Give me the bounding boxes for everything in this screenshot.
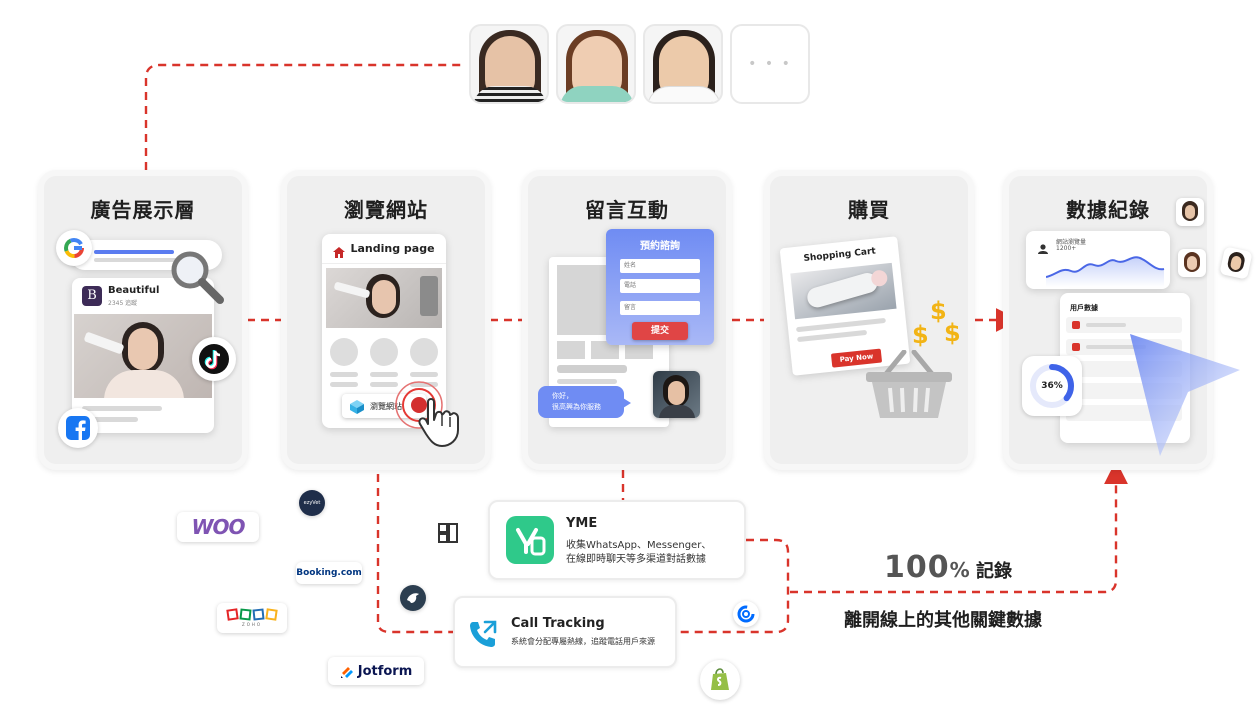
- traffic-value: 1200+: [1056, 245, 1077, 252]
- call-tracking-desc: 系統會分配專屬熱線，追蹤電話用戶來源: [511, 637, 655, 646]
- booking-form: 預約諮詢: [606, 229, 714, 345]
- google-icon: [56, 230, 92, 266]
- summary-headline: 100% 記錄: [884, 550, 1012, 585]
- chat-line-1: 你好，: [552, 392, 573, 400]
- landing-hero-photo: [326, 268, 442, 328]
- browse-site-button[interactable]: 瀏覽網站: [342, 394, 426, 418]
- brand-avatar: B: [82, 286, 102, 306]
- summary-percent: %: [949, 558, 970, 582]
- yme-name: YME: [566, 516, 598, 531]
- landing-page-card: Landing page 瀏覽網站: [322, 234, 446, 428]
- woo-logo: WOO: [177, 512, 259, 542]
- facebook-icon: [58, 408, 98, 448]
- magnifier-icon: [168, 248, 226, 306]
- more-dots: • • •: [748, 56, 792, 72]
- yme-card: YME 收集WhatsApp、Messenger、 在線即時聊天等多渠道對話數據: [488, 500, 746, 580]
- booking-logo: Booking.com: [296, 562, 362, 584]
- brand-followers: 2345 追蹤: [108, 300, 138, 307]
- click-ripple-icon: [394, 380, 444, 430]
- support-agent-avatar: [653, 371, 700, 418]
- landing-title: Landing page: [350, 242, 435, 255]
- message-field[interactable]: [620, 301, 700, 315]
- dollar-sign-1: $: [930, 297, 947, 325]
- chat-line-2: 很高興為你服務: [552, 403, 601, 411]
- summary-subtitle: 離開線上的其他關鍵數據: [844, 610, 1042, 631]
- summary-record: 記錄: [969, 561, 1012, 582]
- jotform-logo-text: Jotform: [357, 663, 413, 679]
- brand-name: Beautiful: [108, 285, 160, 296]
- stage-title-ads: 廣告展示層: [90, 198, 196, 222]
- traffic-chart-card: 網站瀏覽量 1200+: [1026, 231, 1170, 289]
- call-tracking-name: Call Tracking: [511, 616, 605, 631]
- user-data-title: 用戶數據: [1070, 304, 1098, 312]
- cursor-arrow-icon: [1124, 330, 1244, 460]
- ezyvet-logo-text: ezyVet: [303, 500, 321, 506]
- stage-title-browse: 瀏覽網站: [344, 198, 428, 222]
- calendly-logo-icon: [733, 601, 759, 627]
- jotform-logo: Jotform: [328, 657, 424, 685]
- stage-title-purchase: 購買: [848, 198, 890, 222]
- chat-bubble: 你好， 很高興為你服務: [538, 386, 631, 418]
- dollar-sign-2: $: [944, 319, 961, 347]
- zoho-logo: ZOHO: [217, 603, 287, 633]
- jotform-icon: [340, 664, 354, 678]
- traffic-label: 網站瀏覽量: [1056, 239, 1087, 246]
- phone-field[interactable]: [620, 279, 700, 293]
- stage-title-interact: 留言互動: [585, 198, 669, 222]
- building-logo-icon: [434, 519, 462, 547]
- percent-value: 36%: [1041, 381, 1063, 391]
- customer-avatar-2: [556, 24, 636, 104]
- cube-icon: [350, 399, 364, 414]
- traffic-line-chart: [1046, 256, 1165, 287]
- stage-title-record: 數據紀錄: [1066, 198, 1150, 222]
- ezyvet-logo: ezyVet: [299, 490, 325, 516]
- user-icon: [1038, 239, 1048, 254]
- booking-form-title: 預約諮詢: [640, 241, 680, 252]
- booking-logo-text: Booking.com: [296, 568, 362, 578]
- customer-avatar-3: [643, 24, 723, 104]
- ad-photo: [74, 314, 212, 398]
- mini-avatar-1: [1176, 198, 1204, 226]
- ad-post-card: B Beautiful 2345 追蹤: [72, 278, 214, 433]
- phone-call-icon: [467, 618, 499, 650]
- shopping-basket-icon: [866, 349, 952, 420]
- yme-desc-2: 在線即時聊天等多渠道對話數據: [566, 554, 706, 565]
- summary-big: 100: [884, 550, 950, 585]
- submit-button[interactable]: 提交: [632, 322, 688, 340]
- dollar-sign-3: $: [912, 321, 929, 349]
- zoho-logo-text: ZOHO: [241, 622, 263, 627]
- call-tracking-card: Call Tracking 系統會分配專屬熱線，追蹤電話用戶來源: [453, 596, 677, 668]
- yme-logo-icon: [506, 516, 554, 564]
- home-icon: [333, 243, 346, 258]
- customer-avatar-1: [469, 24, 549, 104]
- name-field[interactable]: [620, 259, 700, 273]
- bird-logo-icon: [400, 585, 426, 611]
- more-avatars: • • •: [730, 24, 810, 104]
- tiktok-icon: [192, 337, 236, 381]
- yme-desc-1: 收集WhatsApp、Messenger、: [566, 540, 712, 551]
- connector-top: [144, 63, 465, 170]
- mini-avatar-3: [1219, 246, 1253, 280]
- browse-site-button-label: 瀏覽網站: [370, 401, 402, 411]
- mini-avatar-2: [1178, 249, 1206, 277]
- product-photo: [790, 262, 897, 320]
- shopify-logo-icon: [700, 660, 740, 700]
- pointing-hand-icon: [418, 396, 470, 448]
- percent-donut: 36%: [1022, 356, 1082, 416]
- woo-logo-text: WOO: [191, 515, 245, 539]
